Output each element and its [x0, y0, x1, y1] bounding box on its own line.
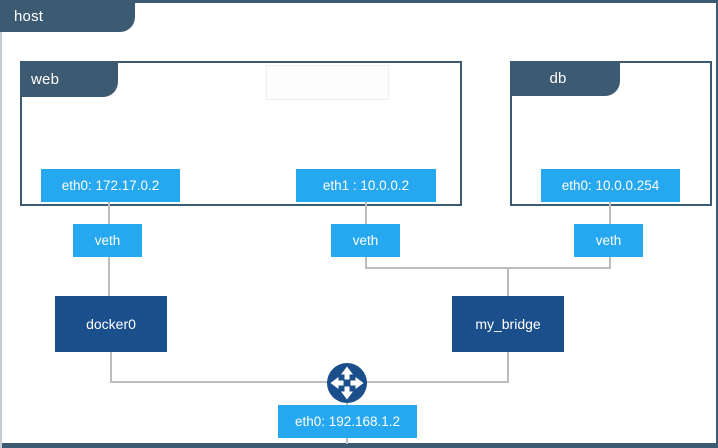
- web-eth0-interface-label: eth0: 172.17.0.2: [41, 169, 180, 202]
- link-veths-join: [365, 257, 611, 269]
- my-bridge-box: my_bridge: [452, 296, 564, 352]
- veth-box-db-mybridge: veth: [574, 224, 643, 257]
- veth-box-docker0: veth: [73, 224, 142, 257]
- host-box-border-right: [716, 0, 718, 448]
- router-icon: [327, 363, 367, 403]
- db-label-tab: db: [510, 61, 620, 96]
- veth-box-web-mybridge: veth: [331, 224, 400, 257]
- docker0-bridge-box: docker0: [55, 296, 167, 352]
- web-label: web: [31, 70, 60, 88]
- host-box-border-left: [0, 0, 2, 448]
- web-container-box: [20, 61, 462, 206]
- web-eth1-interface-label: eth1 : 10.0.0.2: [296, 169, 436, 202]
- host-box-border-top: [0, 0, 718, 3]
- host-label: host: [14, 7, 44, 25]
- host-box-border-bottom: [0, 443, 718, 448]
- host-eth0-interface-label: eth0: 192.168.1.2: [278, 405, 417, 438]
- db-eth0-interface-label: eth0: 10.0.0.254: [541, 169, 680, 202]
- empty-placeholder-box: [266, 65, 389, 100]
- web-label-tab: web: [20, 61, 118, 97]
- host-label-tab: host: [0, 0, 135, 32]
- link-bridges-router: [110, 352, 509, 383]
- db-label: db: [549, 70, 567, 87]
